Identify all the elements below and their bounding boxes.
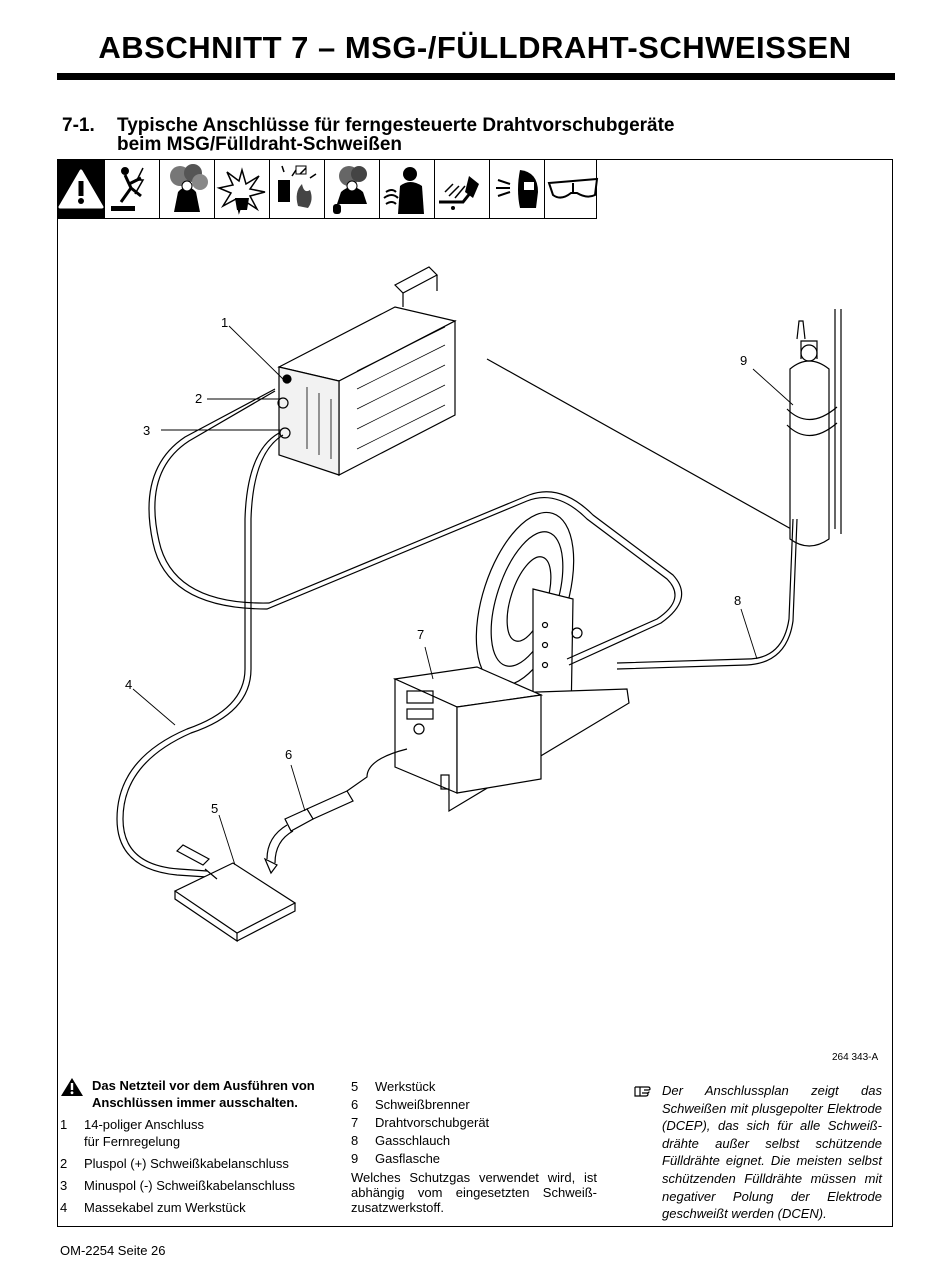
- legend-item-number: 1: [60, 1117, 68, 1132]
- fumes-icon: [160, 160, 215, 218]
- callout-7: 7: [417, 627, 424, 642]
- info-note: Der Anschlussplan zeigt das Schweißen mi…: [634, 1082, 882, 1223]
- legend-item: 4 Massekabel zum Werkstück: [60, 1199, 325, 1216]
- legend-item-number: 6: [351, 1097, 359, 1112]
- callout-6: 6: [285, 747, 292, 762]
- legend-item-number: 9: [351, 1151, 359, 1166]
- legend-item-text: Gasschlauch: [375, 1133, 451, 1148]
- cables: [116, 388, 798, 878]
- welding-helmet-icon: [490, 160, 545, 218]
- callout-2: 2: [195, 391, 202, 406]
- callout-1: 1: [221, 315, 228, 330]
- fire-sparks-icon: [270, 160, 325, 218]
- legend-item-number: 4: [60, 1200, 68, 1215]
- figure-id: 264 343-A: [832, 1052, 879, 1063]
- legend-item: 1 14-poliger Anschluss für Fernregelung: [60, 1116, 325, 1150]
- legend-item-text: Massekabel zum Werkstück: [84, 1200, 246, 1215]
- legend-item-number: 2: [60, 1156, 68, 1171]
- safety-glasses-icon: [545, 160, 601, 218]
- legend-item-number: 7: [351, 1115, 359, 1130]
- legend-column-2: 5 Werkstück 6 Schweißbrenner 7 Drahtvors…: [351, 1077, 597, 1215]
- welding-torch: [263, 790, 354, 875]
- legend-item-text: Pluspol (+) Schweißkabelanschluss: [84, 1156, 289, 1171]
- callout-9: 9: [740, 353, 747, 368]
- legend-item: 2 Pluspol (+) Schweißkabelanschluss: [60, 1155, 325, 1172]
- pacemaker-icon: [380, 160, 435, 218]
- hot-parts-icon: [435, 160, 490, 218]
- section-title: ABSCHNITT 7 – MSG-/FÜLLDRAHT-SCHWEISSEN: [98, 30, 852, 65]
- safety-icon-strip: [57, 159, 599, 219]
- legend-item-text: Minuspol (-) Schweißkabelanschluss: [84, 1178, 295, 1193]
- legend-column-1: Das Netzteil vor dem Ausführen von Ansch…: [60, 1077, 325, 1216]
- callout-leaders: [132, 325, 794, 866]
- power-source: [277, 266, 457, 476]
- callout-8: 8: [734, 593, 741, 608]
- legend-item: 3 Minuspol (-) Schweißkabelanschluss: [60, 1177, 325, 1194]
- legend-item-text: für Fernregelung: [84, 1134, 181, 1149]
- legend-item-number: 8: [351, 1133, 359, 1148]
- subsection-title-line2: beim MSG/Fülldraht-Schweißen: [117, 134, 403, 155]
- gas-note: Welches Schutzgas verwendet wird, ist ab…: [351, 1170, 597, 1215]
- floor-wall-line: [486, 358, 810, 540]
- legend-column-3: Der Anschlussplan zeigt das Schweißen mi…: [634, 1082, 882, 1223]
- page-footer: OM-2254 Seite 26: [60, 1243, 166, 1258]
- callout-3: 3: [143, 423, 150, 438]
- callout-4: 4: [125, 677, 132, 692]
- workpiece: [173, 844, 297, 943]
- wire-feeder: [392, 511, 630, 813]
- explosion-icon: [215, 160, 270, 218]
- legend-item-text: 14-poliger Anschluss: [84, 1117, 204, 1132]
- subsection-title-line1: Typische Anschlüsse für ferngesteuerte D…: [117, 115, 675, 136]
- legend-item: 5 Werkstück: [351, 1078, 597, 1095]
- legend-item-number: 3: [60, 1178, 68, 1193]
- warning-triangle-icon: [58, 160, 105, 218]
- legend-item: 6 Schweißbrenner: [351, 1096, 597, 1113]
- legend-item-number: 5: [351, 1079, 359, 1094]
- warning-triangle-icon: [60, 1077, 84, 1101]
- legend-item-text: Werkstück: [375, 1079, 436, 1094]
- legend-item-text: Drahtvorschubgerät: [375, 1115, 490, 1130]
- electric-shock-icon: [105, 160, 160, 218]
- legend-item: 7 Drahtvorschubgerät: [351, 1114, 597, 1131]
- gas-cylinder-icon: [325, 160, 380, 218]
- callout-5: 5: [211, 801, 218, 816]
- wall-edge: [834, 309, 842, 534]
- legend-item: 9 Gasflasche: [351, 1150, 597, 1167]
- legend-item: 8 Gasschlauch: [351, 1132, 597, 1149]
- legend-item-text: Gasflasche: [375, 1151, 441, 1166]
- subsection-number: 7-1.: [62, 115, 95, 136]
- warning-text: Das Netzteil vor dem Ausführen von Ansch…: [92, 1078, 315, 1110]
- warning-note: Das Netzteil vor dem Ausführen von Ansch…: [60, 1077, 325, 1111]
- gas-cylinder: [786, 320, 838, 547]
- title-rule: [57, 73, 895, 80]
- pointing-hand-icon: [634, 1082, 656, 1223]
- connection-diagram: 1 2 3 4 5 6 7 8 9: [116, 266, 842, 943]
- note-text: Der Anschlussplan zeigt das Schweißen mi…: [662, 1083, 882, 1222]
- legend-item-text: Schweißbrenner: [375, 1097, 470, 1112]
